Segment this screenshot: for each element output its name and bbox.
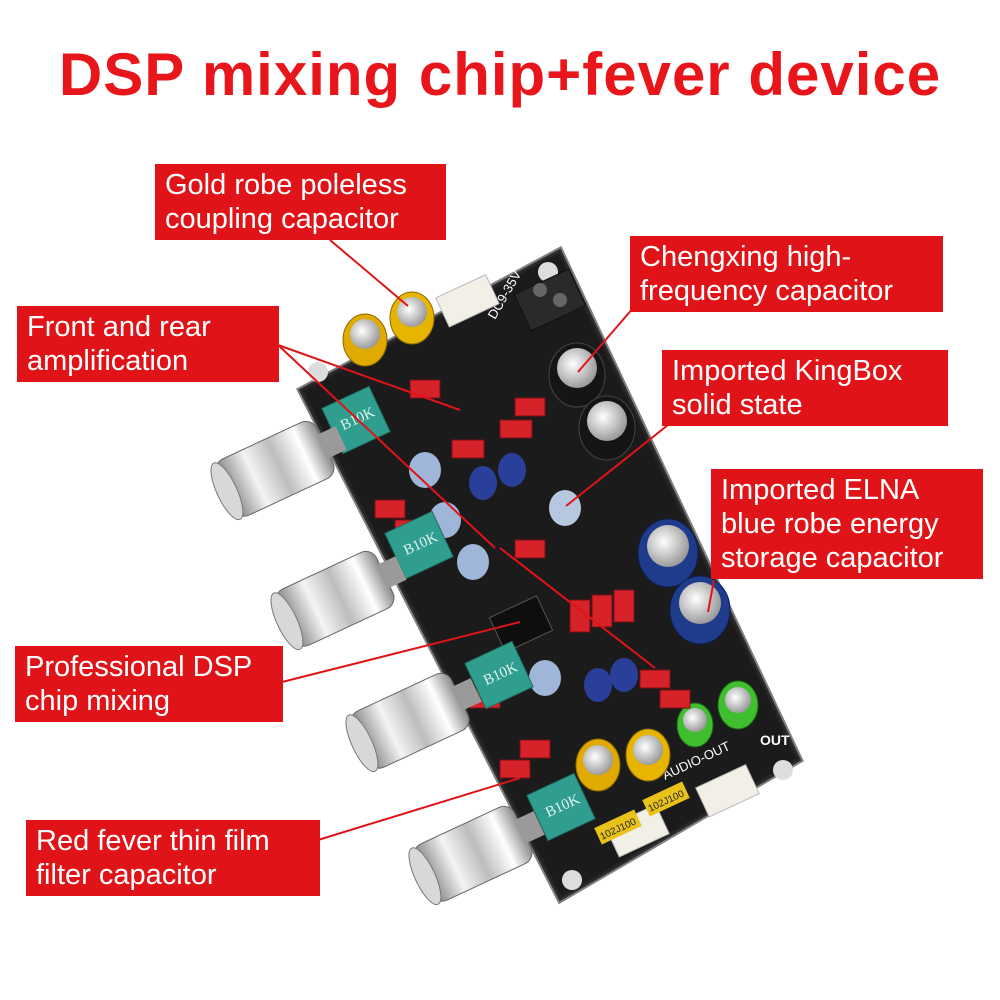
label-line: filter capacitor <box>36 859 217 891</box>
label-line: Imported ELNA <box>721 474 920 506</box>
label-kingbox-solid-state: Imported KingBox solid state <box>662 350 948 426</box>
black-capacitors <box>548 342 636 461</box>
label-gold-capacitor: Gold robe poleless coupling capacitor <box>155 164 446 240</box>
label-red-fever-capacitor: Red fever thin film filter capacitor <box>26 820 320 896</box>
label-line: coupling capacitor <box>165 203 399 235</box>
knobs <box>210 420 545 906</box>
green-capacitors <box>676 680 759 748</box>
solid-capacitors <box>409 452 581 696</box>
label-dsp-chip: Professional DSP chip mixing <box>15 646 283 722</box>
label-line: solid state <box>672 389 803 421</box>
dsp-chip <box>488 595 554 653</box>
potentiometers: B10K B10K B10K B10K <box>321 385 596 842</box>
label-line: amplification <box>27 345 189 377</box>
gold-capacitors <box>342 291 671 792</box>
top-connector <box>435 274 500 328</box>
label-line: chip mixing <box>25 685 171 717</box>
label-line: frequency capacitor <box>640 275 894 307</box>
dc-jack <box>513 268 587 332</box>
label-line: Gold robe poleless <box>165 169 407 201</box>
label-elna-capacitor: Imported ELNA blue robe energy storage c… <box>711 469 983 579</box>
output-connector <box>695 764 760 818</box>
label-line: Chengxing high- <box>640 241 852 273</box>
page-title: DSP mixing chip+fever device <box>58 41 942 108</box>
label-line: blue robe energy <box>721 508 939 540</box>
label-line: storage capacitor <box>721 542 944 574</box>
callout-lines <box>277 239 715 841</box>
label-line: Imported KingBox <box>672 355 903 387</box>
label-line: Red fever thin film <box>36 825 270 857</box>
label-chengxing-capacitor: Chengxing high- frequency capacitor <box>630 236 943 312</box>
out-label: OUT <box>760 732 790 748</box>
blue-capacitors <box>469 453 731 702</box>
label-front-rear-amplification: Front and rear amplification <box>17 306 279 382</box>
label-line: Professional DSP <box>25 651 253 683</box>
label-line: Front and rear <box>27 311 211 343</box>
